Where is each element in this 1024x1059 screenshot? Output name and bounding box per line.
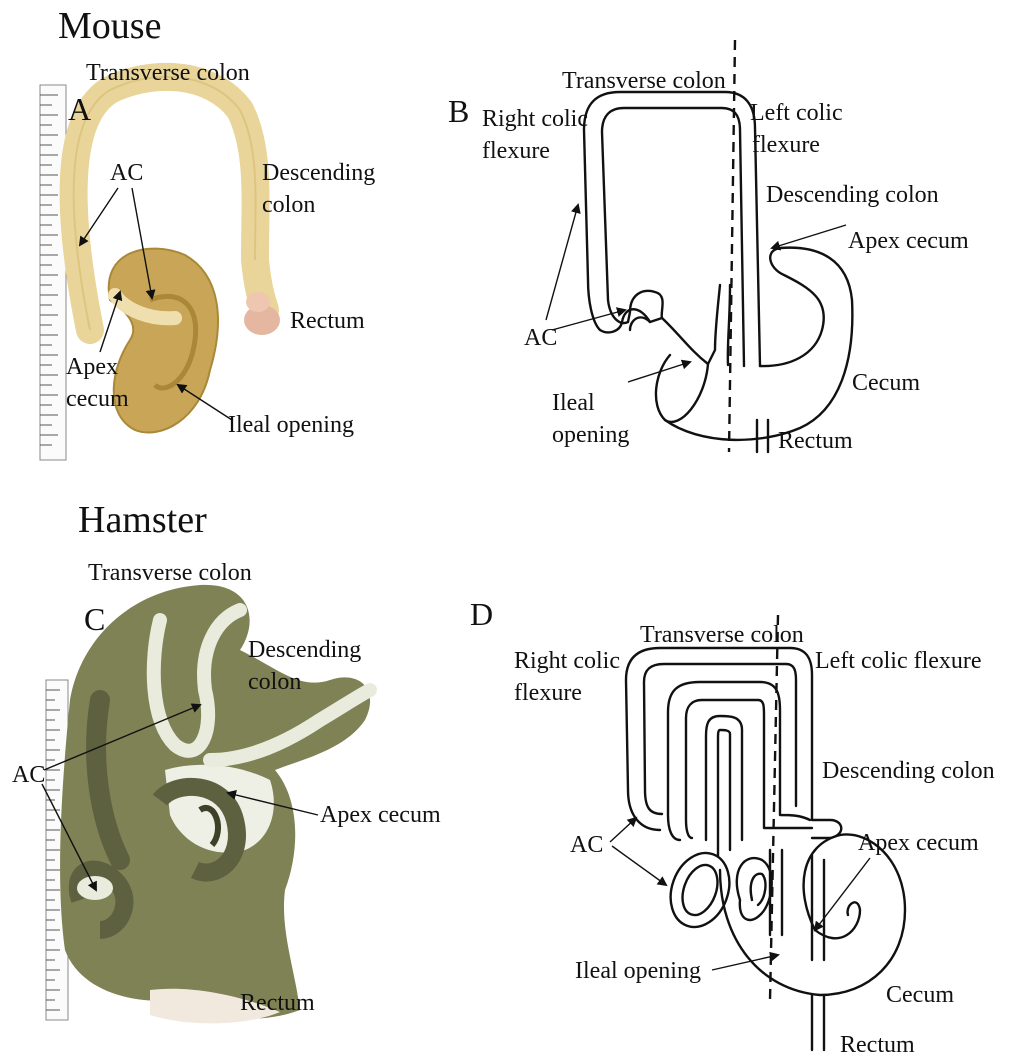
- b-ileal-opening-label-1: Ileal: [552, 390, 595, 416]
- a-descending-colon-label-2: colon: [262, 192, 315, 218]
- d-right-colic-flexure-label-1: Right colic: [514, 648, 620, 674]
- b-left-colic-flexure-label-2: flexure: [752, 132, 820, 158]
- a-apex-cecum-label-2: cecum: [66, 386, 129, 412]
- b-ac-arrow-2: [552, 310, 625, 330]
- b-rectum-label: Rectum: [778, 428, 853, 454]
- d-ac-arrow-2: [612, 846, 666, 885]
- c-rectum-label: Rectum: [240, 990, 315, 1016]
- panel-d-letter: D: [470, 596, 493, 632]
- d-apex-cecum-label: Apex cecum: [858, 830, 979, 856]
- a-apex-cecum-label-1: Apex: [66, 354, 118, 380]
- b-right-colic-flexure-label-1: Right colic: [482, 106, 588, 132]
- b-ac-arrow-1: [546, 205, 578, 320]
- d-cecum-label: Cecum: [886, 982, 954, 1008]
- c-descending-colon-label-2: colon: [248, 669, 301, 695]
- b-descending-colon-label: Descending colon: [766, 182, 939, 208]
- panel-c-letter: C: [84, 601, 105, 637]
- c-descending-colon-label-1: Descending: [248, 637, 361, 663]
- b-ileal-opening-label-2: opening: [552, 422, 629, 448]
- d-transverse-colon-label: Transverse colon: [640, 622, 804, 648]
- c-ac-label: AC: [12, 762, 45, 788]
- a-rectum-label: Rectum: [290, 308, 365, 334]
- d-ileal-arrow: [712, 955, 778, 970]
- d-descending-colon-label: Descending colon: [822, 758, 995, 784]
- b-apex-arrow: [772, 225, 846, 248]
- a-ileal-opening-label: Ileal opening: [228, 412, 354, 438]
- a-ac-label: AC: [110, 160, 143, 186]
- b-left-colic-flexure-label-1: Left colic: [750, 100, 843, 126]
- b-right-colic-flexure-label-2: flexure: [482, 138, 550, 164]
- c-transverse-colon-label: Transverse colon: [88, 560, 252, 586]
- d-left-colic-flexure-label: Left colic flexure: [815, 648, 982, 674]
- d-right-colic-flexure-label-2: flexure: [514, 680, 582, 706]
- d-ac-label: AC: [570, 832, 603, 858]
- panel-a-letter: A: [68, 91, 91, 127]
- a-descending-colon-label-1: Descending: [262, 160, 375, 186]
- d-ac-arrow-1: [610, 818, 636, 842]
- mouse-title: Mouse: [58, 5, 161, 47]
- panel-b-letter: B: [448, 93, 469, 129]
- b-cecum-label: Cecum: [852, 370, 920, 396]
- b-apex-cecum-label: Apex cecum: [848, 228, 969, 254]
- panel-a-labels: A Transverse colon AC Descending colon R…: [66, 60, 375, 438]
- c-apex-cecum-label: Apex cecum: [320, 802, 441, 828]
- b-ac-label: AC: [524, 325, 557, 351]
- panel-d-labels: D Transverse colon Right colic flexure L…: [470, 596, 995, 1058]
- hamster-title: Hamster: [78, 499, 207, 541]
- d-rectum-label: Rectum: [840, 1032, 915, 1058]
- b-transverse-colon-label: Transverse colon: [562, 68, 726, 94]
- ruler-a: [40, 85, 66, 460]
- d-ileal-opening-label: Ileal opening: [575, 958, 701, 984]
- a-transverse-colon-label: Transverse colon: [86, 60, 250, 86]
- panel-b-labels: B Transverse colon Right colic flexure L…: [448, 68, 969, 454]
